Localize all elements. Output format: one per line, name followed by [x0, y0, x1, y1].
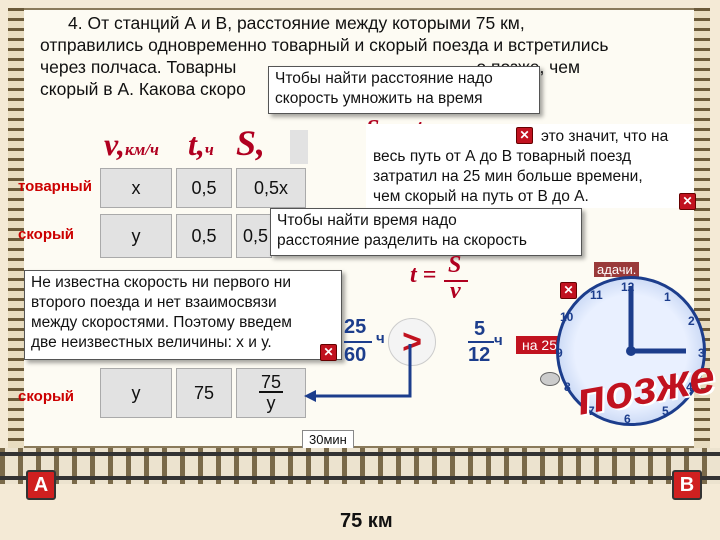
clock-num-12: 12: [621, 280, 635, 294]
tooltip-distance-formula: Чтобы найти расстояние надо скорость умн…: [268, 66, 540, 114]
clock-num-8: 8: [564, 380, 571, 394]
cell-express-speed: y: [100, 214, 172, 258]
formula-t-numerator: S: [448, 252, 462, 278]
clock-hands: [626, 286, 686, 356]
row2-cell-distance: 75: [176, 368, 232, 418]
half-hour-label: 30мин: [302, 430, 354, 449]
fraction-2-unit: ч: [494, 332, 503, 349]
fragment-zadachi: адачи.: [594, 262, 640, 277]
problem-line-4: скорый в А. Какова скоро: [40, 79, 246, 99]
cell-freight-speed: x: [100, 168, 172, 208]
cell-express-time: 0,5: [176, 214, 232, 258]
clock-num-2: 2: [688, 314, 695, 328]
fraction-5-numerator: 5: [474, 318, 486, 340]
problem-line-1: От станций А и В, расстояние между котор…: [87, 13, 525, 33]
problem-line-3a: через полчаса. Товарны: [40, 57, 237, 77]
clock-num-11: 11: [590, 288, 603, 302]
tooltip-line: чем скорый на путь от В до А.: [373, 188, 589, 205]
clock-num-3: 3: [698, 346, 705, 360]
blue-arrow-graphic: [304, 344, 412, 402]
row-label-express: скорый: [18, 226, 75, 243]
formula-t-denominator: v: [450, 278, 461, 304]
arrow-head: [304, 390, 316, 402]
station-b-badge: В: [672, 470, 702, 500]
problem-text: 4. От станций А и В, расстояние между ко…: [40, 12, 700, 100]
fraction-25-numerator: 25: [344, 316, 367, 338]
clock-num-7: 7: [588, 404, 595, 418]
arrow-path: [312, 344, 412, 398]
row2-time-numerator: 75: [260, 372, 282, 392]
header-speed-unit: км/ч: [125, 140, 159, 159]
tooltip-unknowns: Не известна скорость ни первого ни второ…: [24, 270, 342, 360]
tooltip-time-formula: Чтобы найти время надо расстояние раздел…: [270, 208, 582, 256]
clock-num-4: 4: [686, 380, 693, 394]
header-time: t,ч: [188, 126, 214, 163]
cell-freight-distance: 0,5x: [236, 168, 306, 208]
tooltip-line: между скоростями. Поэтому введем: [31, 314, 292, 331]
problem-number: 4.: [68, 13, 83, 33]
header-time-unit: ч: [204, 140, 214, 159]
tooltip-line: это значит, что на: [541, 128, 669, 145]
fraction-60-denominator: 60: [344, 344, 367, 366]
row-label-freight: товарный: [18, 178, 92, 195]
close-tooltip-meaning-button[interactable]: ✕: [516, 127, 533, 144]
header-speed-symbol: v,: [104, 126, 126, 162]
fraction-5-bar: [468, 341, 494, 343]
formula-t-bar: [444, 280, 468, 282]
fraction-1-unit: ч: [376, 330, 385, 347]
close-tooltip-formula-button[interactable]: ✕: [560, 282, 577, 299]
header-time-symbol: t,: [188, 126, 205, 162]
row2-time-denominator: y: [266, 393, 276, 413]
railway-rail-bottom: [0, 476, 720, 480]
header-distance-overlap: [290, 130, 308, 164]
distance-label: 75 км: [340, 510, 393, 532]
railway-rail-top: [0, 452, 720, 456]
header-distance: S,: [236, 123, 266, 163]
marker-dot: [540, 372, 560, 386]
row2-cell-time: 75 y: [236, 368, 306, 418]
tooltip-line: весь путь от А до В товарный поезд: [373, 148, 631, 165]
row2-time-bar: [259, 391, 283, 393]
header-speed: v,км/ч: [104, 126, 159, 163]
clock-num-10: 10: [560, 310, 574, 324]
tooltip-line: Не известна скорость ни первого ни: [31, 274, 291, 291]
row2-cell-speed: y: [100, 368, 172, 418]
fraction-12-denominator: 12: [468, 344, 491, 366]
clock-num-1: 1: [664, 290, 671, 304]
left-rail: [8, 8, 24, 448]
cell-freight-time: 0,5: [176, 168, 232, 208]
clock-num-5: 5: [662, 404, 669, 418]
close-tooltip-unknowns-button[interactable]: ✕: [320, 344, 337, 361]
compare-sign: >: [388, 318, 436, 366]
fraction-25-bar: [344, 341, 372, 343]
clock-num-6: 6: [624, 412, 631, 426]
tooltip-line: Чтобы найти расстояние надо: [275, 70, 493, 87]
row2-label-express: скорый: [18, 388, 75, 405]
tooltip-line: расстояние разделить на скорость: [277, 232, 527, 249]
close-tooltip-meaning-button-2[interactable]: ✕: [679, 193, 696, 210]
problem-line-2: отправились одновременно товарный и скор…: [40, 35, 609, 55]
clock-center: [626, 346, 636, 356]
tooltip-line: затратил на 25 мин больше времени,: [373, 168, 643, 185]
station-a-badge: А: [26, 470, 56, 500]
clock-num-9: 9: [556, 346, 563, 360]
cell-express-distance: 0,5: [236, 214, 272, 258]
tooltip-line: две неизвестных величины: х и у.: [31, 334, 272, 351]
tooltip-line: второго поезда и нет взаимосвязи: [31, 294, 277, 311]
formula-t-eq: t =: [410, 262, 437, 288]
tooltip-line: скорость умножить на время: [275, 90, 483, 107]
tooltip-line: Чтобы найти время надо: [277, 212, 457, 229]
